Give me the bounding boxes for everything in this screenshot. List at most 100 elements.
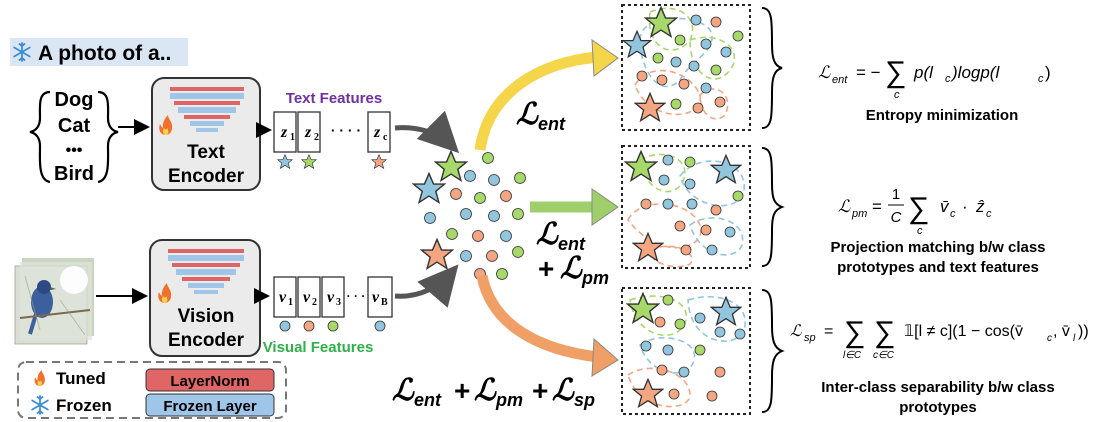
prompt-box (10, 38, 188, 66)
p1-dot (732, 30, 744, 42)
p2-dot (706, 244, 718, 256)
eq-ent-post2: )logp(l (950, 63, 1000, 82)
loss-all-sub2: pm (495, 390, 523, 410)
eq-sp-lhs: ℒ (790, 323, 802, 340)
visual-feature-tokens: v 1 v 2 v 3 · · · v B (273, 276, 393, 318)
p3-dot (714, 326, 726, 338)
class-bird: Bird (54, 163, 94, 185)
eq-ent-rhs-pre: = − (856, 63, 881, 82)
visual-token-1: v (279, 289, 287, 306)
visual-features-title: Visual Features (263, 339, 374, 356)
eq-ent-desc: Entropy minimization (866, 107, 1019, 124)
p1-dot (688, 60, 700, 72)
p3-dot (654, 316, 666, 328)
cluster-dot (512, 208, 524, 220)
legend-tuned: Tuned (56, 369, 106, 388)
p1-dot (710, 16, 722, 28)
cluster-dot (500, 190, 512, 202)
eq-ent-lhs-sub: ent (832, 74, 848, 86)
left-brace (29, 90, 51, 184)
eq-pm-body-sub: c (950, 208, 956, 220)
eq-sp-end: )) (1078, 323, 1089, 340)
class-cat: Cat (58, 115, 91, 137)
text-token-star-blue (277, 154, 293, 169)
text-token-c-sub: c (383, 132, 388, 143)
eq-pm-den: C (891, 209, 902, 226)
p3-dot (662, 344, 674, 356)
bird-image (14, 258, 94, 345)
cluster-star-blue (412, 172, 446, 204)
p3-dot (674, 318, 686, 330)
eq-pm-num: 1 (892, 186, 900, 203)
visual-token-box-3 (321, 276, 345, 318)
p3-dot (662, 294, 674, 306)
p2-dot (710, 204, 722, 216)
text-token-star-green (301, 154, 317, 169)
eq-sp-sub2: l (1073, 333, 1076, 344)
p1-dot (714, 96, 726, 108)
vision-encoder-label-2: Encoder (168, 330, 245, 351)
green-arrow-head (591, 188, 619, 226)
p1-dot (690, 14, 702, 26)
legend-box (17, 361, 287, 419)
p2-dot (700, 224, 712, 236)
eq-pm-body2: ẑ (975, 197, 985, 216)
p2-dot (732, 190, 744, 202)
text-token-1: z (280, 124, 288, 141)
p1-dot (670, 98, 682, 110)
text-token-2-sub: 2 (314, 132, 319, 143)
p2-dot (724, 226, 736, 238)
eq-pm-desc-1: Projection matching b/w class (830, 239, 1045, 256)
p3-dot (734, 328, 746, 340)
eq-ent-sigma-sub: c (894, 89, 900, 101)
visual-dot-blue (279, 320, 291, 332)
text-token-c: z (373, 124, 381, 141)
loss-all-plus1: + (454, 375, 470, 406)
eq-pm-lhs-sub: pm (851, 208, 867, 220)
text-token-box-2 (297, 111, 321, 153)
brace-1 (761, 7, 783, 129)
orange-arrow-head (591, 337, 619, 377)
visual-dot-green (327, 320, 339, 332)
text-feature-tokens: z 1 z 2 · · · · z c (273, 111, 391, 153)
p2-dot (680, 244, 692, 256)
snowflake-icon (31, 395, 49, 415)
text-token-box-1 (273, 111, 297, 153)
p1-dot (670, 56, 682, 68)
right-brace (97, 90, 119, 184)
p1-dot (700, 38, 712, 50)
eq-pm-dot: · (962, 197, 968, 216)
text-token-2: z (304, 124, 312, 141)
brace-3 (761, 289, 785, 413)
panel-separability-clusters (627, 295, 747, 408)
p2-dot (662, 154, 674, 166)
loss-all-sub1: ent (414, 390, 442, 410)
visual-token-1-sub: 1 (288, 297, 293, 308)
p3-dot (694, 344, 706, 356)
legend-frozen: Frozen (56, 396, 112, 415)
cluster-dot (424, 212, 436, 224)
arrow-text-features-to-cluster (394, 110, 460, 154)
p1-dot (652, 52, 664, 64)
visual-token-B-sub: B (381, 297, 388, 308)
eq-ent-post2-sub: c (1038, 73, 1044, 85)
eq-ent-sigma: ∑ (885, 56, 906, 89)
arrow-visual-features-to-cluster (394, 264, 459, 308)
p3-dot (640, 340, 652, 352)
p2-dot (686, 198, 698, 210)
visual-token-box-1 (273, 276, 297, 318)
loss-entpm-sub1: ent (558, 234, 586, 254)
cluster-dot (450, 188, 462, 200)
eq-sp-sub1: c (1047, 333, 1052, 344)
p3-dot (656, 364, 668, 376)
p2-dot (640, 198, 652, 210)
p1-dot (674, 34, 686, 46)
cluster-dot (472, 230, 484, 242)
cluster-dot (488, 174, 500, 186)
p3-dot (678, 366, 690, 378)
p3-dot (694, 312, 706, 324)
visual-token-box-B (367, 276, 393, 318)
p2-dot (662, 198, 674, 210)
